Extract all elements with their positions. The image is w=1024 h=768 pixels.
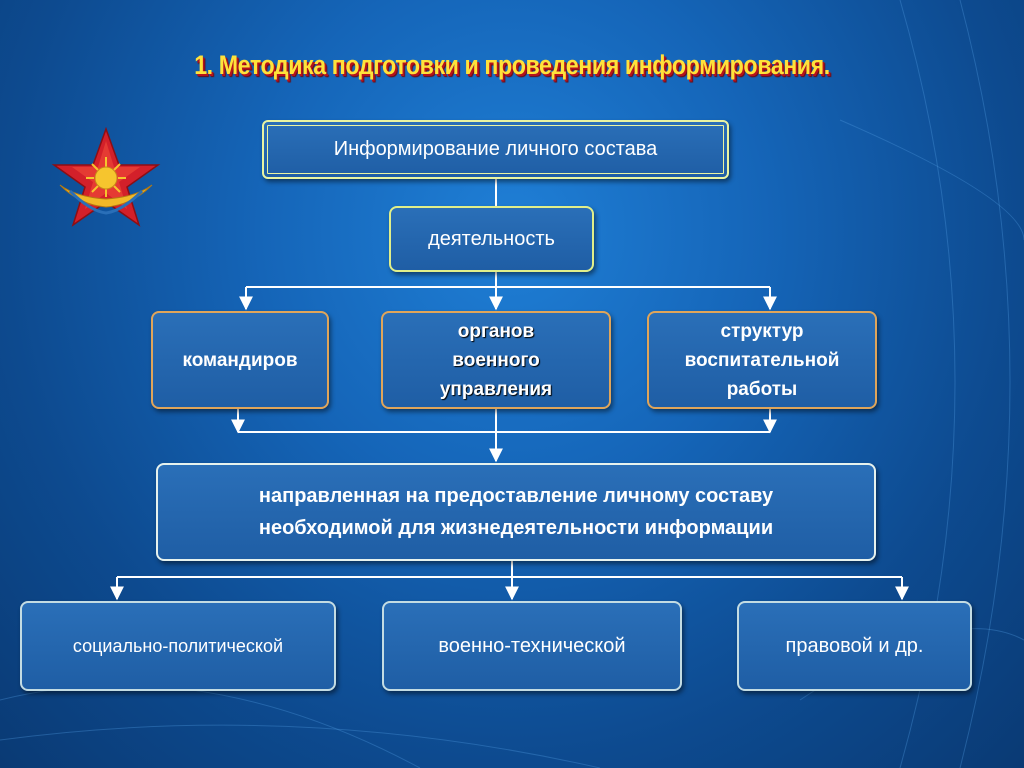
box-educational-structures-line-3: работы (726, 378, 798, 400)
box-purpose: направленная на предоставление личному с… (156, 463, 876, 561)
box-personnel-informing: Информирование личного состава (262, 120, 729, 179)
box-activity-label: деятельность (428, 227, 555, 250)
box-activity: деятельность (389, 206, 594, 272)
box-commanders-label: командиров (182, 349, 298, 371)
box-military-technical-label: военно-технической (438, 634, 626, 657)
page-title: 1. Методика подготовки и проведения инфо… (194, 50, 830, 80)
box-military-technical: военно-технической (382, 601, 682, 691)
box-legal-label: правовой и др. (785, 634, 924, 657)
box-military-organs-line-3: управления (439, 378, 553, 400)
box-commanders: командиров (151, 311, 329, 409)
box-personnel-informing-label: Информирование личного состава (333, 138, 658, 160)
box-military-organs-line-2: военного (452, 349, 540, 371)
box-educational-structures: структур воспитательной работы (647, 311, 877, 409)
box-socio-political-label: социально-политической (72, 635, 284, 656)
box-educational-structures-line-1: структур (720, 320, 804, 342)
box-military-organs-line-1: органов (457, 320, 535, 342)
box-military-organs: органов военного управления (381, 311, 611, 409)
box-purpose-line-1: направленная на предоставление личному с… (258, 485, 774, 507)
box-educational-structures-line-2: воспитательной (684, 349, 840, 371)
red-star-emblem-icon (51, 127, 161, 227)
box-socio-political: социально-политической (20, 601, 336, 691)
box-legal: правовой и др. (737, 601, 972, 691)
box-purpose-line-2: необходимой для жизнедеятельности информ… (258, 517, 774, 539)
